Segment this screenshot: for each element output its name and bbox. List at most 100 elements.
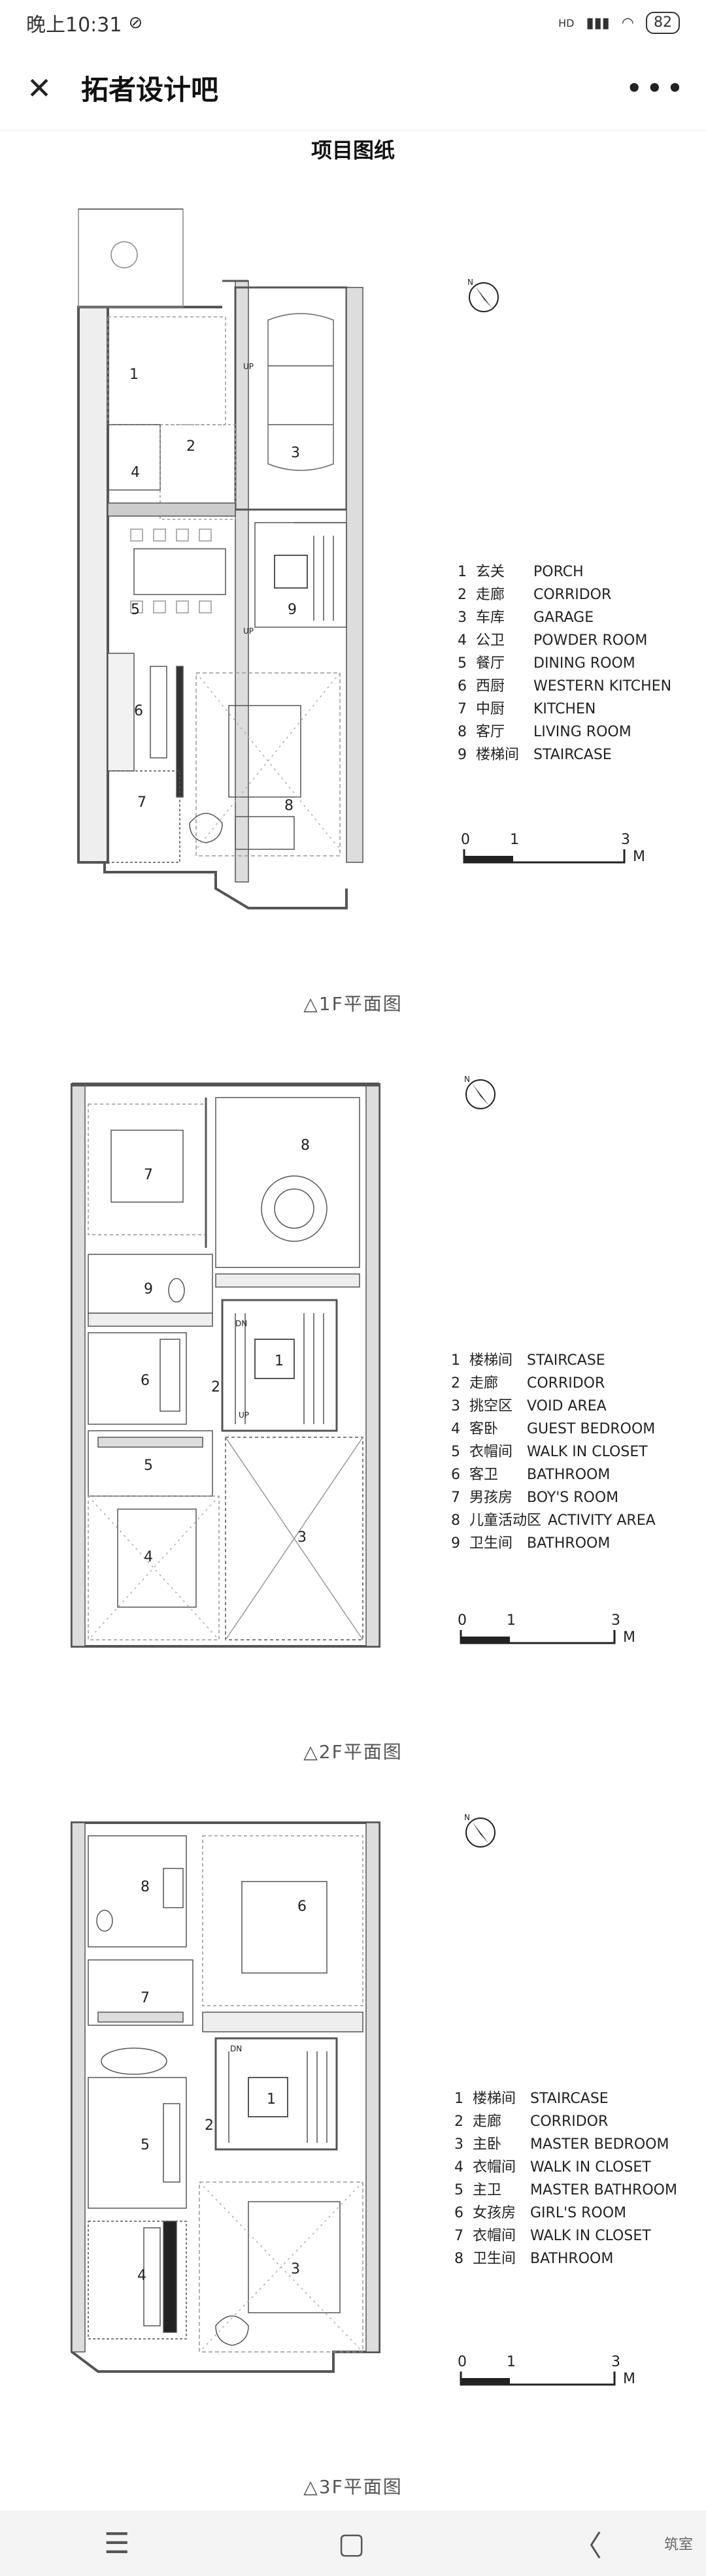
status-bar: 晚上10:31 ⊘ HD ▮▮▮ ◠ 82 <box>0 0 706 46</box>
close-icon[interactable]: ✕ <box>26 70 52 106</box>
room-label: 5 <box>141 2137 150 2153</box>
room-label: 5 <box>131 602 140 618</box>
floor-caption-3f: △3F平面图 <box>303 2476 403 2498</box>
svg-text:M: M <box>623 1629 635 1646</box>
room-label: 7 <box>144 1167 153 1183</box>
menu-icon[interactable]: ☰ <box>104 2526 130 2560</box>
back-icon[interactable]: 〈 <box>573 2530 602 2563</box>
room-label: 3 <box>297 1529 307 1546</box>
battery-indicator: 82 <box>646 12 680 34</box>
svg-text:0: 0 <box>461 832 470 848</box>
room-label: 8 <box>141 1879 150 1895</box>
svg-text:3: 3 <box>611 2354 620 2370</box>
room-label: 5 <box>144 1458 153 1474</box>
room-label: 9 <box>288 602 297 618</box>
svg-text:N: N <box>464 1075 470 1084</box>
svg-text:M: M <box>623 2371 635 2387</box>
room-label: 4 <box>144 1549 153 1565</box>
status-time: 晚上10:31 <box>26 14 122 37</box>
room-label: 4 <box>137 2268 146 2284</box>
room-label: 2 <box>205 2117 214 2134</box>
signal-label: HD <box>558 16 575 29</box>
section-title: 项目图纸 <box>311 138 395 163</box>
floorplan-2f: 7 8 9 1 2 6 5 4 3 DN UP <box>71 1083 380 1648</box>
up-label: UP <box>239 1410 249 1420</box>
system-nav-bar: ☰ ▢ 〈 筑室 <box>0 2511 706 2576</box>
svg-text:N: N <box>464 1813 470 1822</box>
up-label: UP <box>243 627 254 636</box>
up-label: UP <box>243 362 254 371</box>
room-label: 6 <box>297 1899 307 1915</box>
more-icon[interactable]: ••• <box>625 70 686 106</box>
svg-text:1: 1 <box>507 2354 516 2370</box>
room-label: 8 <box>284 798 294 814</box>
north-arrow-icon: N <box>467 278 499 312</box>
floor-caption-2f: △2F平面图 <box>303 1741 403 1763</box>
room-label: 1 <box>129 367 139 383</box>
room-label: 1 <box>275 1353 284 1369</box>
signal-icon: ▮▮▮ <box>586 14 610 31</box>
svg-text:1: 1 <box>510 832 519 848</box>
svg-text:N: N <box>467 278 473 287</box>
svg-text:3: 3 <box>611 1612 620 1629</box>
home-icon[interactable]: ▢ <box>337 2526 365 2560</box>
watermark: 筑室 <box>664 2537 693 2553</box>
room-label: 6 <box>141 1373 150 1389</box>
mute-icon: ⊘ <box>128 13 143 33</box>
room-label: 6 <box>134 703 143 719</box>
scale-bar-3f: 0 1 3 M <box>458 2354 635 2387</box>
svg-text:M: M <box>633 849 645 865</box>
page-title: 拓者设计吧 <box>81 74 219 106</box>
room-label: 3 <box>291 445 300 461</box>
room-label: 3 <box>291 2261 300 2277</box>
floor-caption-1f: △1F平面图 <box>303 993 403 1015</box>
title-bar: ✕ 拓者设计吧 ••• <box>0 46 706 131</box>
room-label: 7 <box>141 1990 150 2006</box>
scale-bar-1f: 0 1 3 M <box>461 832 645 865</box>
dn-label: DN <box>235 1319 247 1328</box>
room-label: 9 <box>144 1281 153 1297</box>
room-label: 1 <box>267 2091 276 2108</box>
wifi-icon: ◠ <box>621 14 634 31</box>
room-label: 4 <box>131 465 140 481</box>
svg-text:3: 3 <box>621 832 630 848</box>
svg-text:1: 1 <box>507 1612 516 1629</box>
room-label: 2 <box>186 438 195 455</box>
floorplan-1f: 1 2 3 4 5 6 7 8 9 UP UP <box>77 208 363 909</box>
scale-bar-2f: 0 1 3 M <box>458 1612 635 1646</box>
north-arrow-icon: N <box>464 1075 496 1109</box>
north-arrow-icon: N <box>464 1813 496 1848</box>
svg-text:0: 0 <box>458 1612 467 1629</box>
svg-text:0: 0 <box>458 2354 467 2370</box>
room-label: 2 <box>211 1379 220 1395</box>
room-label: 7 <box>137 794 146 811</box>
room-label: 8 <box>301 1137 310 1154</box>
